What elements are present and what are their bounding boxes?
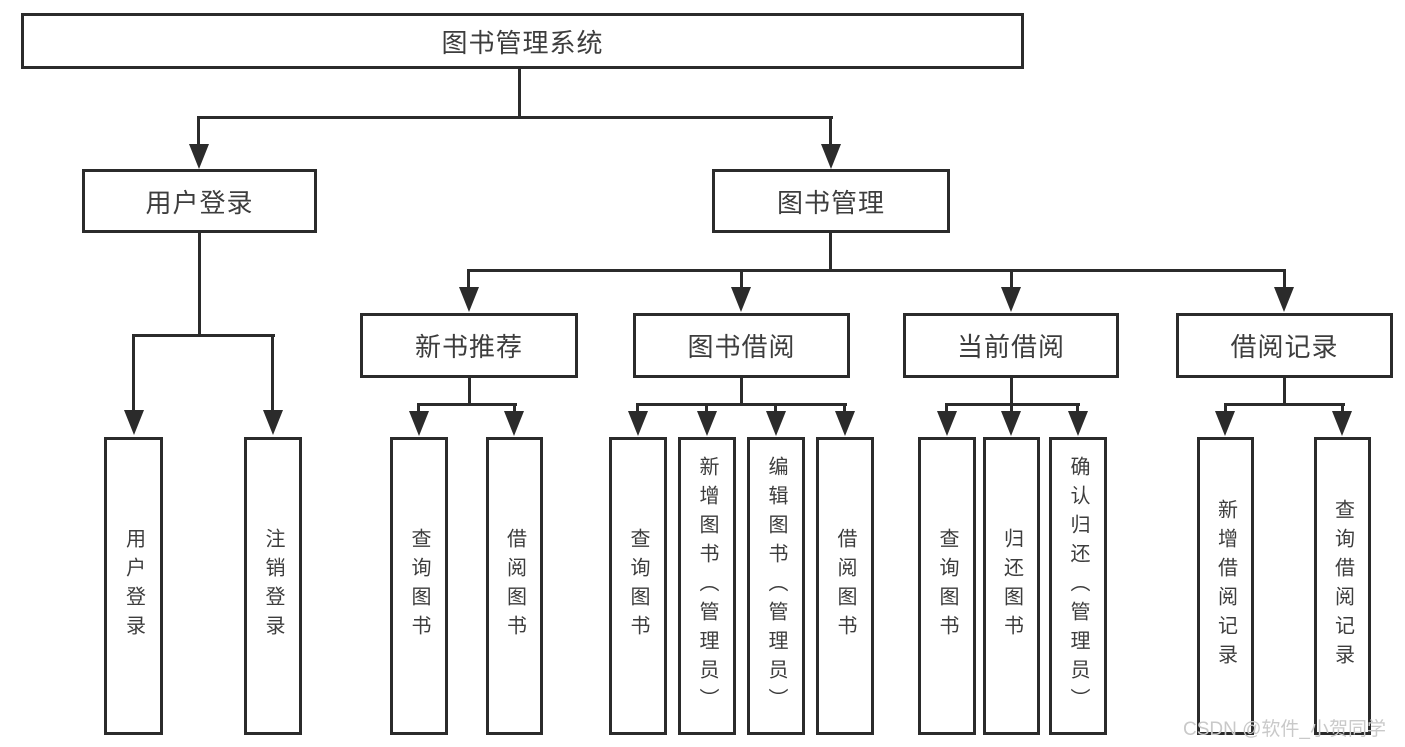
arrow-down-icon <box>504 411 524 436</box>
connector-line <box>843 403 846 413</box>
leaf-query-books-current: 查询图书 <box>918 437 976 735</box>
node-new-book-recommendation: 新书推荐 <box>360 313 578 378</box>
connector-line <box>271 334 274 412</box>
node-label: 新书推荐 <box>414 332 523 362</box>
leaf-label: 借阅图书 <box>503 528 526 644</box>
arrow-down-icon <box>189 144 209 169</box>
node-user-login: 用户登录 <box>82 169 317 233</box>
node-label: 图书管理 <box>776 187 885 218</box>
node-current-borrowing: 当前借阅 <box>903 313 1119 378</box>
connector-line <box>774 403 777 413</box>
arrow-down-icon <box>628 411 648 436</box>
arrow-down-icon <box>1274 287 1294 312</box>
leaf-label: 用户登录 <box>122 528 145 644</box>
connector-line <box>1010 269 1013 289</box>
connector-line <box>1010 378 1013 406</box>
leaf-label: 查询图书 <box>408 528 430 644</box>
leaf-return-book: 归还图书 <box>983 437 1040 735</box>
connector-line <box>468 269 1286 272</box>
arrow-down-icon <box>766 411 786 436</box>
arrow-down-icon <box>1215 411 1235 436</box>
leaf-confirm-return-admin: 确认归还（管理员） <box>1049 437 1107 735</box>
connector-line <box>132 334 275 337</box>
node-label: 图书管理系统 <box>441 27 604 58</box>
leaf-query-books-recommend: 查询图书 <box>390 437 448 735</box>
connector-line <box>1341 403 1344 413</box>
connector-line <box>945 403 948 413</box>
connector-line <box>468 378 471 406</box>
leaf-edit-book-admin: 编辑图书（管理员） <box>747 437 805 735</box>
node-borrowing-records: 借阅记录 <box>1176 313 1393 378</box>
connector-line <box>197 116 200 146</box>
arrow-down-icon <box>1068 411 1088 436</box>
connector-line <box>740 269 743 289</box>
leaf-add-borrow-record: 新增借阅记录 <box>1197 437 1254 735</box>
connector-line <box>740 378 743 406</box>
connector-line <box>198 233 201 336</box>
arrow-down-icon <box>124 410 144 435</box>
arrow-down-icon <box>459 287 479 312</box>
connector-line <box>829 116 832 146</box>
leaf-label: 新增图书（管理员） <box>696 455 718 717</box>
node-book-management: 图书管理 <box>712 169 950 233</box>
connector-line <box>829 233 832 272</box>
connector-line <box>1224 403 1227 413</box>
leaf-logout: 注销登录 <box>244 437 302 735</box>
leaf-user-login: 用户登录 <box>104 437 163 735</box>
arrow-down-icon <box>731 287 751 312</box>
arrow-down-icon <box>835 411 855 436</box>
node-book-borrowing: 图书借阅 <box>633 313 850 378</box>
leaf-label: 查询借阅记录 <box>1331 499 1354 673</box>
leaf-label: 新增借阅记录 <box>1214 499 1237 673</box>
connector-line <box>417 403 517 406</box>
connector-line <box>1076 403 1079 413</box>
node-label: 借阅记录 <box>1230 332 1339 362</box>
arrow-down-icon <box>263 410 283 435</box>
node-label: 用户登录 <box>145 187 254 218</box>
leaf-label: 查询图书 <box>627 528 649 644</box>
connector-line <box>132 334 135 412</box>
leaf-query-borrow-record: 查询借阅记录 <box>1314 437 1371 735</box>
arrow-down-icon <box>1332 411 1352 436</box>
connector-line <box>467 269 470 289</box>
arrow-down-icon <box>697 411 717 436</box>
arrow-down-icon <box>937 411 957 436</box>
connector-line <box>518 69 521 116</box>
node-library-management-system: 图书管理系统 <box>21 13 1024 69</box>
leaf-query-books-borrowing: 查询图书 <box>609 437 667 735</box>
arrow-down-icon <box>821 144 841 169</box>
node-label: 图书借阅 <box>687 332 796 362</box>
connector-line <box>197 116 833 119</box>
leaf-label: 编辑图书（管理员） <box>765 455 787 717</box>
leaf-label: 归还图书 <box>1000 528 1023 644</box>
arrow-down-icon <box>1001 287 1021 312</box>
connector-line <box>636 403 847 406</box>
connector-line <box>705 403 708 413</box>
leaf-borrow-books-borrowing: 借阅图书 <box>816 437 874 735</box>
connector-line <box>1224 403 1345 406</box>
connector-line <box>1283 378 1286 406</box>
leaf-label: 注销登录 <box>262 528 284 644</box>
arrow-down-icon <box>409 411 429 436</box>
node-label: 当前借阅 <box>956 332 1065 362</box>
leaf-label: 查询图书 <box>936 528 958 644</box>
connector-line <box>1010 403 1013 413</box>
leaf-label: 确认归还（管理员） <box>1067 455 1089 717</box>
connector-line <box>417 403 420 413</box>
csdn-watermark: CSDN @软件_小贺同学 <box>1183 719 1386 740</box>
connector-line <box>1283 269 1286 289</box>
leaf-label: 借阅图书 <box>834 528 856 644</box>
arrow-down-icon <box>1001 411 1021 436</box>
leaf-borrow-books-recommend: 借阅图书 <box>486 437 543 735</box>
leaf-add-book-admin: 新增图书（管理员） <box>678 437 736 735</box>
connector-line <box>636 403 639 413</box>
connector-line <box>513 403 516 413</box>
